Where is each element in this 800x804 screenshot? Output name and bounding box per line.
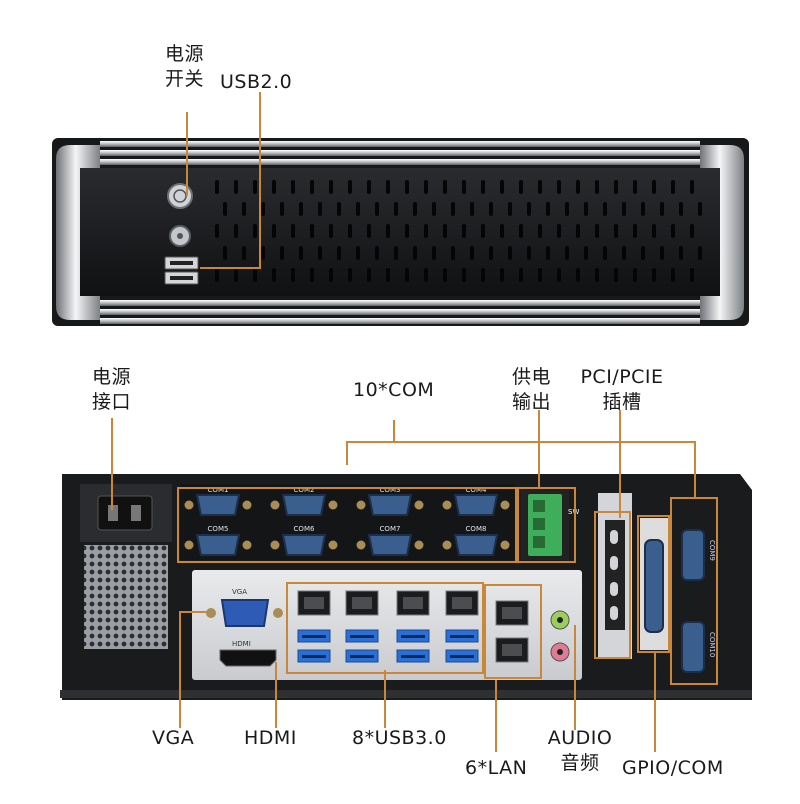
com-marking: COM7 [380,525,401,533]
com-marking: COM5 [208,525,229,533]
com-marking: COM4 [466,486,487,494]
label-usb30: 8*USB3.0 [352,727,447,749]
com-port [367,494,413,516]
label-vga: VGA [152,727,195,749]
label-power-port: 电源接口 [92,366,132,413]
com-marking: COM1 [208,486,229,494]
power-button-icon [167,183,193,209]
com-port [195,494,241,516]
com-port [453,494,499,516]
com-marking: COM2 [294,486,315,494]
label-gpio-com: GPIO/COM [622,757,724,779]
com-port [453,534,499,556]
hdmi-marking: HDMI [232,640,251,648]
com-marking: COM3 [380,486,401,494]
label-usb20: USB2.0 [220,71,293,93]
com-marking: COM8 [466,525,487,533]
front-vents [215,180,702,282]
sw-marking: SW [568,508,579,516]
psu-fan-grill [84,545,168,649]
lan-port [396,590,430,616]
vga-marking: VGA [232,588,247,596]
label-lan: 6*LAN [465,757,528,779]
callout-lines [111,92,718,752]
com-port [281,534,327,556]
com-port [367,534,413,556]
gpio-port [644,539,664,633]
label-power-output: 供电输出 [512,366,552,413]
usb3-ports [297,629,479,663]
front-panel [52,138,749,326]
vga-port [220,599,270,627]
label-power-switch: 电源开关 [165,43,205,90]
com9-marking: COM9 [708,540,716,561]
com10-marking: COM10 [708,632,716,657]
label-com10: 10*COM [353,379,435,401]
label-hdmi: HDMI [244,727,297,749]
lan-ports [297,590,529,663]
com-marking: COM6 [294,525,315,533]
com-port [195,534,241,556]
hdmi-port [219,649,277,667]
com-port [281,494,327,516]
